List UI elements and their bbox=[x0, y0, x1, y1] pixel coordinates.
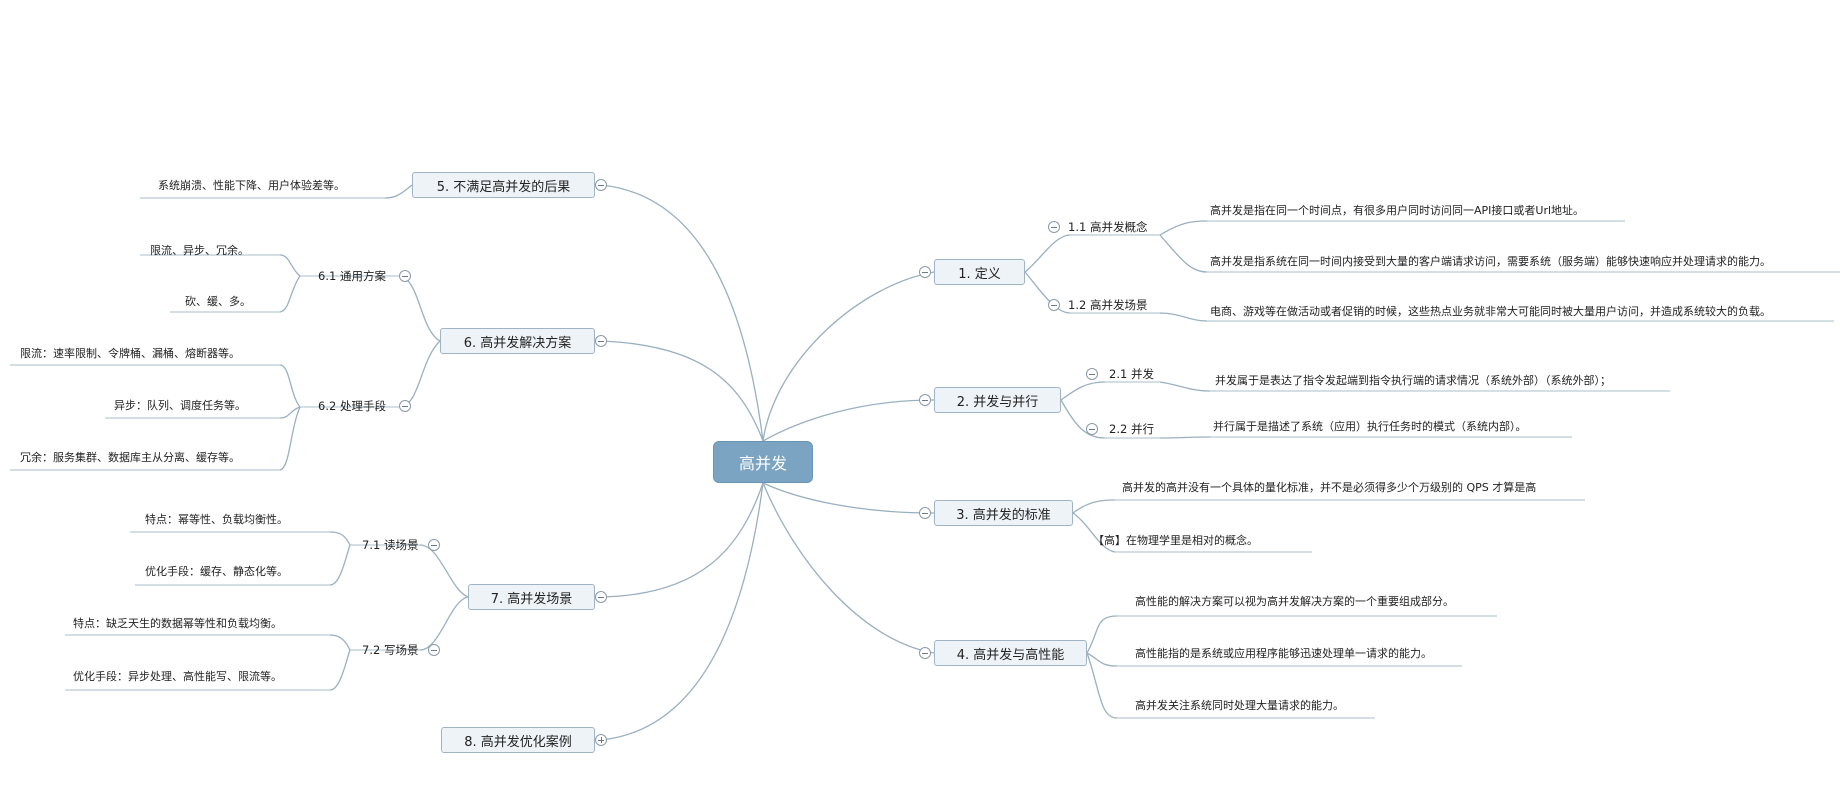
topic-performance[interactable]: 4. 高并发与高性能 bbox=[934, 640, 1087, 666]
topic-optimization-cases[interactable]: 8. 高并发优化案例 bbox=[441, 727, 595, 753]
topic-standard[interactable]: 3. 高并发的标准 bbox=[934, 500, 1073, 526]
leaf-text[interactable]: 砍、缓、多。 bbox=[185, 295, 251, 308]
collapse-icon[interactable] bbox=[428, 539, 440, 551]
topic-scenarios[interactable]: 7. 高并发场景 bbox=[468, 584, 595, 610]
collapse-icon[interactable] bbox=[1048, 221, 1060, 233]
collapse-icon[interactable] bbox=[919, 266, 931, 278]
collapse-icon[interactable] bbox=[919, 507, 931, 519]
subtopic-write[interactable]: 7.2 写场景 bbox=[362, 643, 419, 657]
subtopic-concept[interactable]: 1.1 高并发概念 bbox=[1068, 220, 1148, 234]
leaf-text[interactable]: 限流、异步、冗余。 bbox=[150, 244, 249, 257]
subtopic-scenario[interactable]: 1.2 高并发场景 bbox=[1068, 298, 1148, 312]
leaf-text[interactable]: 高并发是指系统在同一时间内接受到大量的客户端请求访问，需要系统（服务端）能够快速… bbox=[1210, 255, 1771, 268]
topic-definition[interactable]: 1. 定义 bbox=[934, 259, 1025, 285]
subtopic-handling[interactable]: 6.2 处理手段 bbox=[318, 399, 386, 413]
subtopic-general[interactable]: 6.1 通用方案 bbox=[318, 269, 386, 283]
leaf-text[interactable]: 限流：速率限制、令牌桶、漏桶、熔断器等。 bbox=[20, 347, 240, 360]
leaf-text[interactable]: 优化手段：异步处理、高性能写、限流等。 bbox=[73, 670, 282, 683]
expand-icon[interactable] bbox=[595, 734, 607, 746]
leaf-text[interactable]: 并发属于是表达了指令发起端到指令执行端的请求情况（系统外部）（系统外部）； bbox=[1215, 374, 1611, 387]
collapse-icon[interactable] bbox=[399, 400, 411, 412]
collapse-icon[interactable] bbox=[919, 394, 931, 406]
leaf-text[interactable]: 特点：缺乏天生的数据幂等性和负载均衡。 bbox=[73, 617, 282, 630]
leaf-text[interactable]: 系统崩溃、性能下降、用户体验差等。 bbox=[158, 179, 345, 192]
leaf-underlines bbox=[10, 197, 1840, 719]
leaf-text[interactable]: 异步：队列、调度任务等。 bbox=[114, 399, 246, 412]
leaf-text[interactable]: 高并发的高并没有一个具体的量化标准，并不是必须得多少个万级别的 QPS 才算是高 bbox=[1122, 481, 1537, 494]
subtopic-concurrency[interactable]: 2.1 并发 bbox=[1109, 367, 1154, 381]
collapse-icon[interactable] bbox=[399, 270, 411, 282]
root-topic[interactable]: 高并发 bbox=[713, 441, 813, 483]
collapse-icon[interactable] bbox=[1086, 423, 1098, 435]
leaf-text[interactable]: 并行属于是描述了系统（应用）执行任务时的模式（系统内部）。 bbox=[1213, 420, 1527, 433]
collapse-icon[interactable] bbox=[919, 647, 931, 659]
leaf-text[interactable]: 高性能指的是系统或应用程序能够迅速处理单一请求的能力。 bbox=[1135, 647, 1432, 660]
leaf-text[interactable]: 高并发是指在同一个时间点，有很多用户同时访问同一API接口或者Url地址。 bbox=[1210, 204, 1585, 217]
subtopic-parallelism[interactable]: 2.2 并行 bbox=[1109, 422, 1154, 436]
leaf-text[interactable]: 优化手段：缓存、静态化等。 bbox=[145, 565, 288, 578]
branch-connectors bbox=[279, 184, 1211, 741]
leaf-text[interactable]: 高并发关注系统同时处理大量请求的能力。 bbox=[1135, 699, 1344, 712]
topic-consequences[interactable]: 5. 不满足高并发的后果 bbox=[412, 172, 595, 198]
topic-concurrency-vs-parallelism[interactable]: 2. 并发与并行 bbox=[934, 387, 1061, 413]
leaf-text[interactable]: 特点：幂等性、负载均衡性。 bbox=[145, 513, 288, 526]
collapse-icon[interactable] bbox=[428, 644, 440, 656]
collapse-icon[interactable] bbox=[595, 179, 607, 191]
leaf-text[interactable]: 电商、游戏等在做活动或者促销的时候，这些热点业务就非常大可能同时被大量用户访问，… bbox=[1210, 305, 1771, 318]
subtopic-read[interactable]: 7.1 读场景 bbox=[362, 538, 419, 552]
leaf-text[interactable]: 【高】在物理学里是相对的概念。 bbox=[1093, 534, 1258, 547]
leaf-text[interactable]: 冗余：服务集群、数据库主从分离、缓存等。 bbox=[20, 451, 240, 464]
collapse-icon[interactable] bbox=[595, 335, 607, 347]
leaf-text[interactable]: 高性能的解决方案可以视为高并发解决方案的一个重要组成部分。 bbox=[1135, 595, 1454, 608]
collapse-icon[interactable] bbox=[1086, 368, 1098, 380]
collapse-icon[interactable] bbox=[1048, 299, 1060, 311]
topic-solutions[interactable]: 6. 高并发解决方案 bbox=[440, 328, 595, 354]
collapse-icon[interactable] bbox=[595, 591, 607, 603]
